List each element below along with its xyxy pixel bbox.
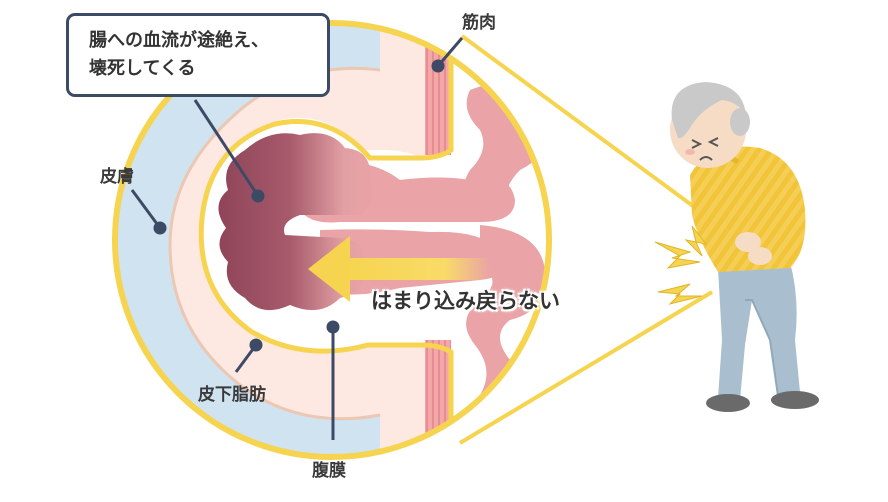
label-skin: 皮膚: [100, 167, 134, 187]
old-man-icon: [670, 82, 819, 412]
callout-line-2: 壊死してくる: [89, 58, 196, 79]
label-muscle: 筋肉: [462, 13, 496, 33]
push-back-arrow: [308, 236, 490, 302]
magnifier-ring: [112, 20, 552, 460]
zoom-cone: [458, 34, 714, 445]
label-subcutaneous-fat: 皮下脂肪: [198, 385, 266, 405]
label-not-return: はまり込み戻らない: [371, 289, 560, 313]
callout-line-1: 腸への血流が途絶え、: [89, 30, 269, 51]
label-leaders: [130, 37, 464, 440]
pain-marks-icon: [654, 225, 708, 305]
callout-box: 腸への血流が途絶え、 壊死してくる: [66, 13, 330, 97]
skin-layer: [115, 23, 380, 457]
label-peritoneum: 腹膜: [312, 461, 346, 481]
peritoneum-line: [198, 23, 454, 457]
